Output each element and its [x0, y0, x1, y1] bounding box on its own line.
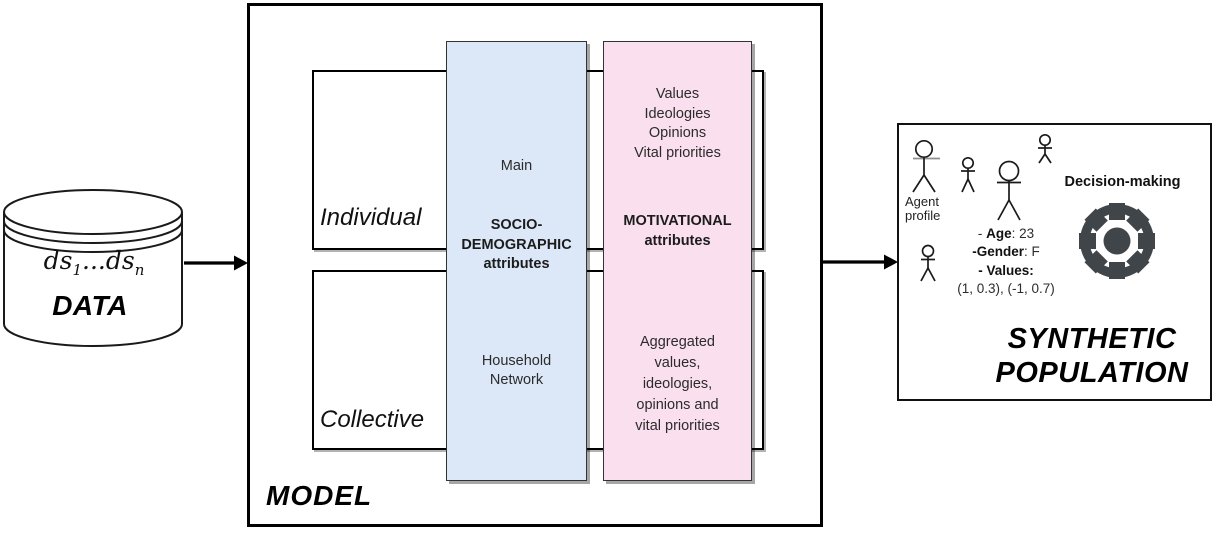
socio-demographic-column: Main SOCIO- DEMOGRAPHIC attributes House… — [446, 41, 587, 481]
model-box — [247, 3, 823, 527]
title-line: POPULATION — [995, 357, 1189, 389]
synthetic-population-title: SYNTHETIC POPULATION — [972, 322, 1212, 390]
label-line: Agent — [905, 194, 939, 209]
collective-row-label: Collective — [320, 406, 425, 433]
item-line: ideologies, — [642, 376, 713, 392]
stick-figures — [912, 133, 1052, 282]
datasets-formula: ds1...dsn — [14, 246, 174, 279]
item-line: opinions and — [636, 397, 719, 413]
agent-attributes: - Age: 23 -Gender: F - Values: (1, 0.3),… — [940, 225, 1072, 299]
motivational-column-header: MOTIVATIONAL attributes — [604, 212, 751, 251]
stick-figure-small — [1038, 133, 1052, 164]
attribute-line: -Gender: F — [972, 244, 1040, 260]
socio-main-label: Main — [500, 158, 533, 174]
data-label: DATA — [52, 290, 128, 321]
motivational-column: Values Ideologies Opinions Vital priorit… — [603, 41, 752, 481]
database-icon — [3, 189, 183, 347]
formula-subscript: n — [134, 261, 145, 279]
title-line: SYNTHETIC — [1007, 323, 1177, 355]
formula-base: ds — [43, 246, 73, 275]
attribute-line: (1, 0.3), (-1, 0.7) — [957, 281, 1055, 297]
item-line: Ideologies — [644, 105, 711, 122]
agent-profile-label: Agent profile — [905, 195, 965, 222]
item-line: Vital priorities — [634, 144, 721, 161]
header-line: attributes — [644, 232, 711, 249]
synthetic-population-box — [897, 123, 1212, 401]
item-line: Network — [489, 372, 544, 388]
item-line: values, — [654, 355, 701, 371]
formula-ellipsis: ... — [82, 246, 106, 275]
model-label: MODEL — [266, 480, 373, 511]
arrow-data-to-model — [184, 255, 248, 271]
header-line: DEMOGRAPHIC — [461, 236, 572, 253]
individual-row-label: Individual — [320, 204, 422, 231]
header-line: MOTIVATIONAL — [623, 213, 732, 229]
stick-figure-small — [920, 244, 936, 282]
item-line: vital priorities — [635, 418, 720, 434]
socio-collective-items: Household Network — [447, 352, 586, 390]
item-line: Aggregated — [640, 334, 715, 350]
stick-figure-large — [997, 160, 1021, 221]
agent-stick-figure — [912, 139, 940, 193]
motivational-collective-items: Aggregated values, ideologies, opinions … — [604, 332, 751, 437]
header-line: attributes — [483, 256, 550, 272]
label-line: profile — [905, 207, 941, 223]
attribute-line: - Age: 23 — [977, 226, 1035, 241]
decision-making-label: Decision-making — [1064, 174, 1181, 190]
arrow-model-to-population — [822, 254, 898, 270]
stick-figure-small — [961, 156, 975, 193]
attribute-line: - Values: — [978, 262, 1034, 278]
formula-base: ds — [105, 246, 135, 275]
item-line: Values — [655, 86, 700, 102]
item-line: Opinions — [648, 125, 707, 141]
header-line: SOCIO- — [490, 217, 543, 233]
socio-column-header: SOCIO- DEMOGRAPHIC attributes — [447, 216, 586, 275]
gear-icon — [1079, 203, 1155, 279]
formula-subscript: 1 — [72, 261, 83, 279]
item-line: Household — [481, 353, 552, 369]
motivational-individual-items: Values Ideologies Opinions Vital priorit… — [604, 85, 751, 163]
